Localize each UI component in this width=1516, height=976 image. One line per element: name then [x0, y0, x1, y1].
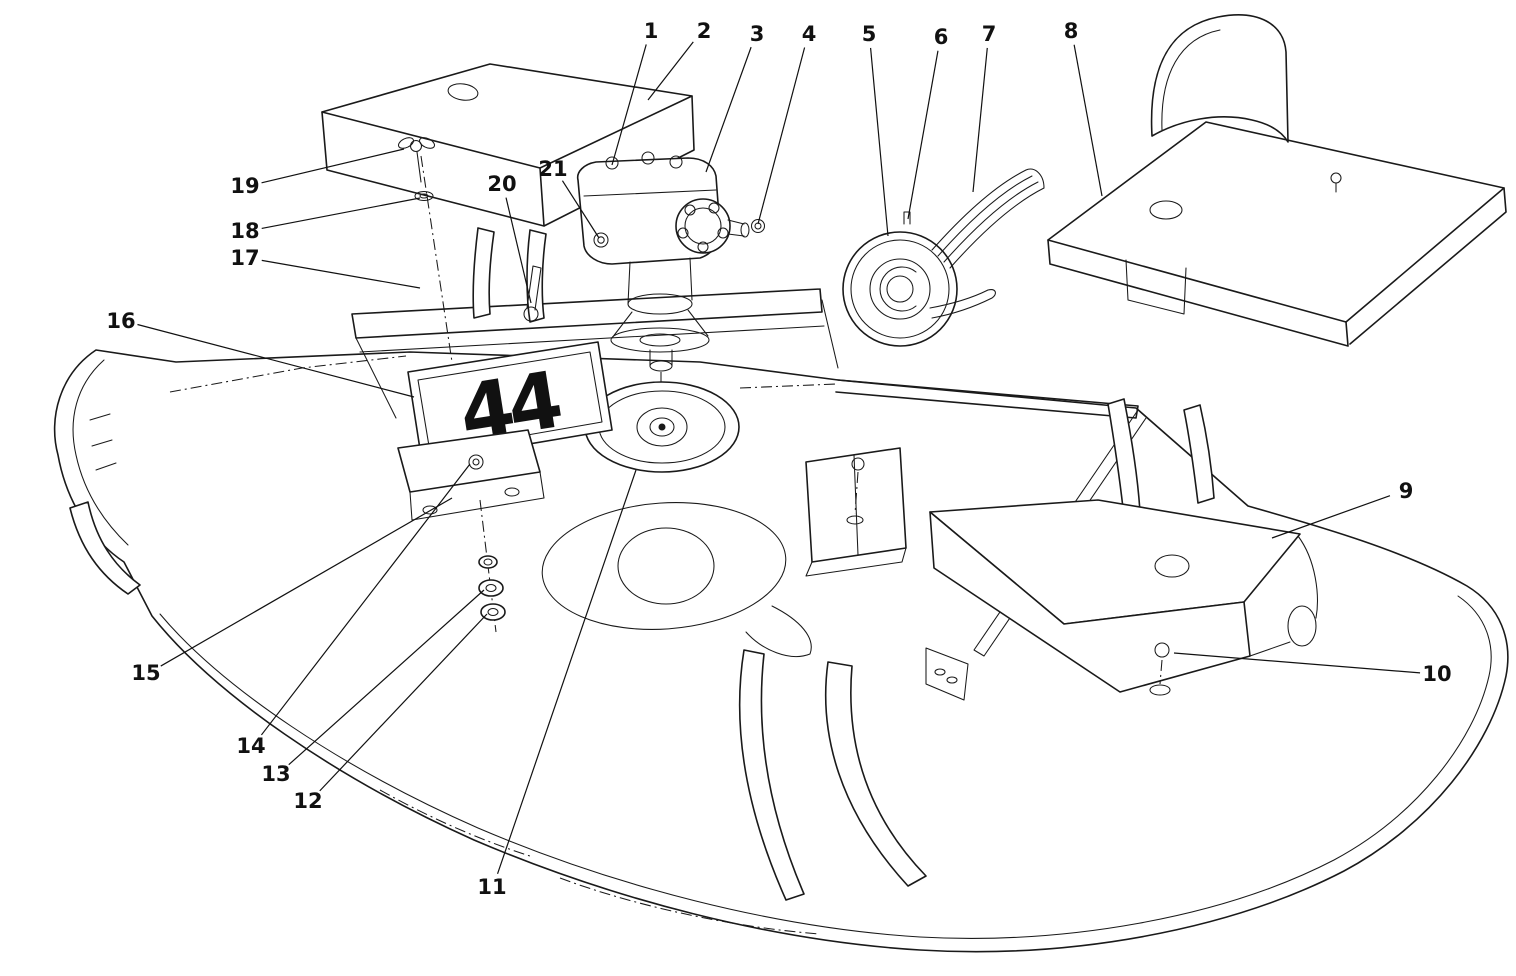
- mid-baffle-strips: [472, 227, 547, 323]
- drive-pulley: [842, 211, 958, 347]
- washer-stack: [478, 499, 506, 633]
- callout-label-12: 12: [293, 789, 322, 813]
- callout-leader-11: [496, 469, 637, 874]
- callout-leader-13: [288, 589, 485, 766]
- callout-leader-3: [705, 46, 752, 173]
- left-baffle: [69, 359, 141, 595]
- callout-label-15: 15: [131, 661, 160, 685]
- callout-leader-15: [160, 497, 453, 667]
- callout-label-10: 10: [1422, 662, 1451, 686]
- drive-belt: [929, 168, 1045, 319]
- callout-label-16: 16: [106, 309, 135, 333]
- deck-hardware: [846, 457, 865, 525]
- callout-leader-9: [1271, 495, 1391, 539]
- callout-label-8: 8: [1064, 19, 1079, 43]
- callout-label-4: 4: [802, 22, 817, 46]
- callout-leader-6: [907, 50, 939, 220]
- callout-leader-2: [647, 41, 694, 101]
- gearbox-nut: [593, 232, 609, 248]
- callout-leader-8: [1073, 44, 1103, 197]
- callout-label-21: 21: [538, 157, 567, 181]
- center-recess: [541, 502, 812, 658]
- support-channel: [351, 288, 839, 419]
- top-right-cover: [1047, 14, 1507, 347]
- shaft-washer: [750, 218, 766, 234]
- gearbox-top-bolts: [605, 151, 683, 170]
- callout-label-11: 11: [477, 875, 506, 899]
- callout-leader-20: [505, 197, 532, 304]
- cover-bolt: [1330, 172, 1342, 193]
- callout-label-18: 18: [230, 219, 259, 243]
- callout-label-20: 20: [487, 172, 516, 196]
- callout-label-14: 14: [236, 734, 265, 758]
- callout-leader-10: [1173, 652, 1421, 674]
- callout-label-1: 1: [644, 19, 659, 43]
- right-discharge-cover: [925, 499, 1318, 701]
- callout-leader-17: [261, 259, 421, 289]
- callout-label-13: 13: [261, 762, 290, 786]
- callout-label-3: 3: [750, 22, 765, 46]
- deck-body: [53, 349, 1509, 953]
- callout-label-2: 2: [697, 19, 712, 43]
- callout-leader-4: [757, 47, 806, 225]
- gearbox-assembly: [523, 151, 766, 404]
- mount-bolt: [523, 265, 542, 322]
- callout-leader-1: [611, 44, 647, 166]
- mount-bracket: [397, 429, 545, 521]
- callout-label-9: 9: [1399, 479, 1414, 503]
- wing-screw: [397, 137, 436, 183]
- spindle-pulley: [584, 381, 740, 473]
- callout-leader-5: [869, 47, 889, 237]
- callout-leader-14: [260, 463, 471, 736]
- belt-guide-bracket: [805, 447, 907, 577]
- center-baffles: [738, 649, 927, 901]
- callout-leader-19: [261, 148, 405, 184]
- callout-leader-21: [561, 180, 600, 239]
- callout-leader-7: [972, 47, 988, 193]
- callout-leader-16: [137, 323, 415, 398]
- bracket-nut: [468, 454, 484, 470]
- cover-mount-bolt: [1149, 642, 1171, 696]
- callout-leader-18: [261, 197, 421, 229]
- callout-label-5: 5: [862, 22, 877, 46]
- callout-label-6: 6: [934, 25, 949, 49]
- callout-label-17: 17: [230, 246, 259, 270]
- right-baffles: [1107, 398, 1215, 518]
- callout-label-19: 19: [230, 174, 259, 198]
- callout-label-7: 7: [982, 22, 997, 46]
- callout-leader-12: [319, 613, 488, 792]
- cover-washer: [414, 190, 434, 202]
